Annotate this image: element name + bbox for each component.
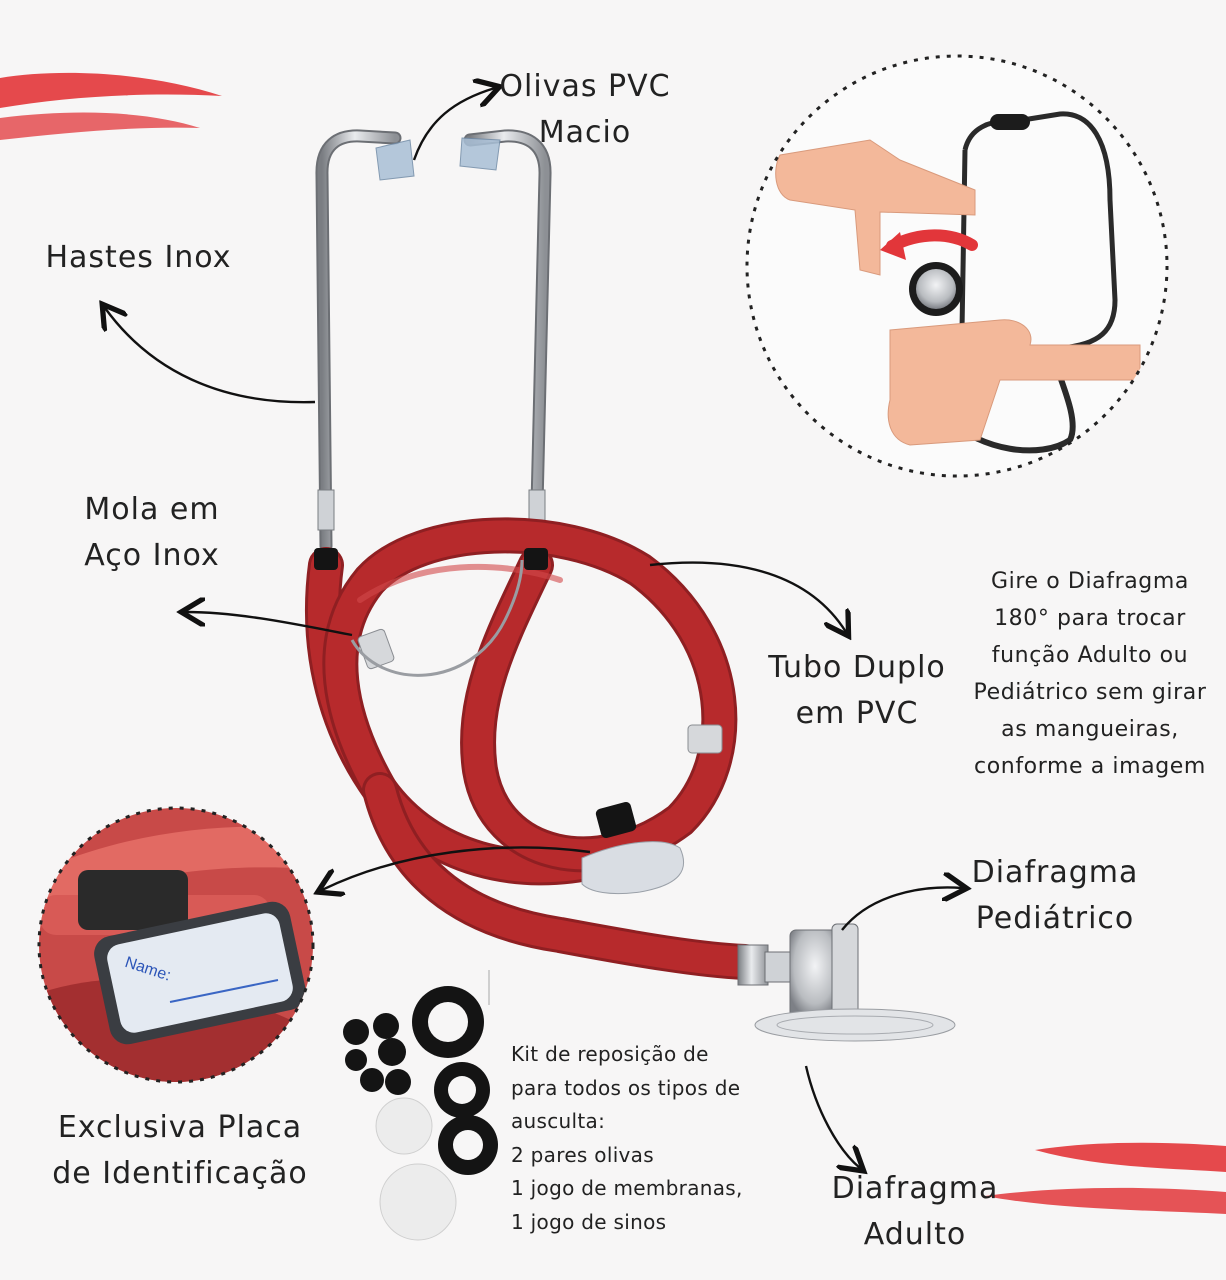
instruction-line6: conforme a imagem xyxy=(974,754,1206,779)
label-diafragma-adulto: Diafragma Adulto xyxy=(817,1166,1013,1258)
label-mola-line2: Aço Inox xyxy=(84,538,220,573)
brush-stroke-bottom-right xyxy=(985,1142,1226,1214)
label-olivas: Olivas PVC Macio xyxy=(485,64,685,156)
label-mola: Mola em Aço Inox xyxy=(62,487,242,579)
replacement-kit-text: Kit de reposição de para todos os tipos … xyxy=(511,1038,743,1239)
rotation-demo xyxy=(745,54,1169,478)
rotation-instruction: Gire o Diafragma 180° para trocar função… xyxy=(955,563,1225,785)
label-diafragma-pediatrico-line2: Pediátrico xyxy=(975,901,1135,936)
label-olivas-line2: Macio xyxy=(538,115,632,150)
instruction-line1: Gire o Diafragma xyxy=(991,569,1189,594)
tubing-clips xyxy=(314,548,723,839)
label-diafragma-adulto-line2: Adulto xyxy=(863,1217,967,1252)
spring-steel-wire xyxy=(350,559,524,677)
label-olivas-line1: Olivas PVC xyxy=(499,69,671,104)
kit-line6: 1 jogo de sinos xyxy=(511,1209,667,1234)
label-hastes: Hastes Inox xyxy=(36,235,241,281)
spare-parts-kit xyxy=(343,970,498,1241)
annotation-arrows xyxy=(105,88,962,1168)
label-placa: Exclusiva Placa de Identificação xyxy=(30,1105,330,1197)
label-tubo-line1: Tubo Duplo xyxy=(768,650,946,685)
kit-line5: 1 jogo de membranas, xyxy=(511,1176,743,1200)
label-placa-line1: Exclusiva Placa xyxy=(57,1110,303,1145)
kit-line2: para todos os tipos de xyxy=(511,1075,741,1100)
label-tubo: Tubo Duplo em PVC xyxy=(752,645,962,737)
instruction-line4: Pediátrico sem girar xyxy=(973,680,1207,705)
kit-line4: 2 pares olivas xyxy=(511,1142,654,1167)
brush-stroke-top-left xyxy=(0,72,222,140)
instruction-line2: 180° para trocar xyxy=(994,606,1186,631)
chestpiece xyxy=(737,923,956,1042)
soft-pvc-eartips xyxy=(375,137,501,181)
label-diafragma-adulto-line1: Diafragma xyxy=(831,1171,999,1206)
id-plate-closeup xyxy=(37,806,315,1084)
label-hastes-line1: Hastes Inox xyxy=(45,240,232,275)
binaural-steel-tubes xyxy=(315,129,552,553)
label-diafragma-pediatrico-line1: Diafragma xyxy=(971,855,1139,890)
label-diafragma-pediatrico: Diafragma Pediátrico xyxy=(960,850,1150,942)
instruction-line3: função Adulto ou xyxy=(991,643,1189,668)
label-placa-line2: de Identificação xyxy=(52,1156,308,1191)
label-mola-line1: Mola em xyxy=(84,492,220,527)
instruction-line5: as mangueiras, xyxy=(1001,717,1179,742)
id-plate-small xyxy=(581,841,685,895)
kit-line3: ausculta: xyxy=(511,1109,606,1133)
label-tubo-line2: em PVC xyxy=(795,696,919,731)
red-pvc-tubing xyxy=(304,517,763,980)
kit-line1: Kit de reposição de xyxy=(511,1042,709,1066)
